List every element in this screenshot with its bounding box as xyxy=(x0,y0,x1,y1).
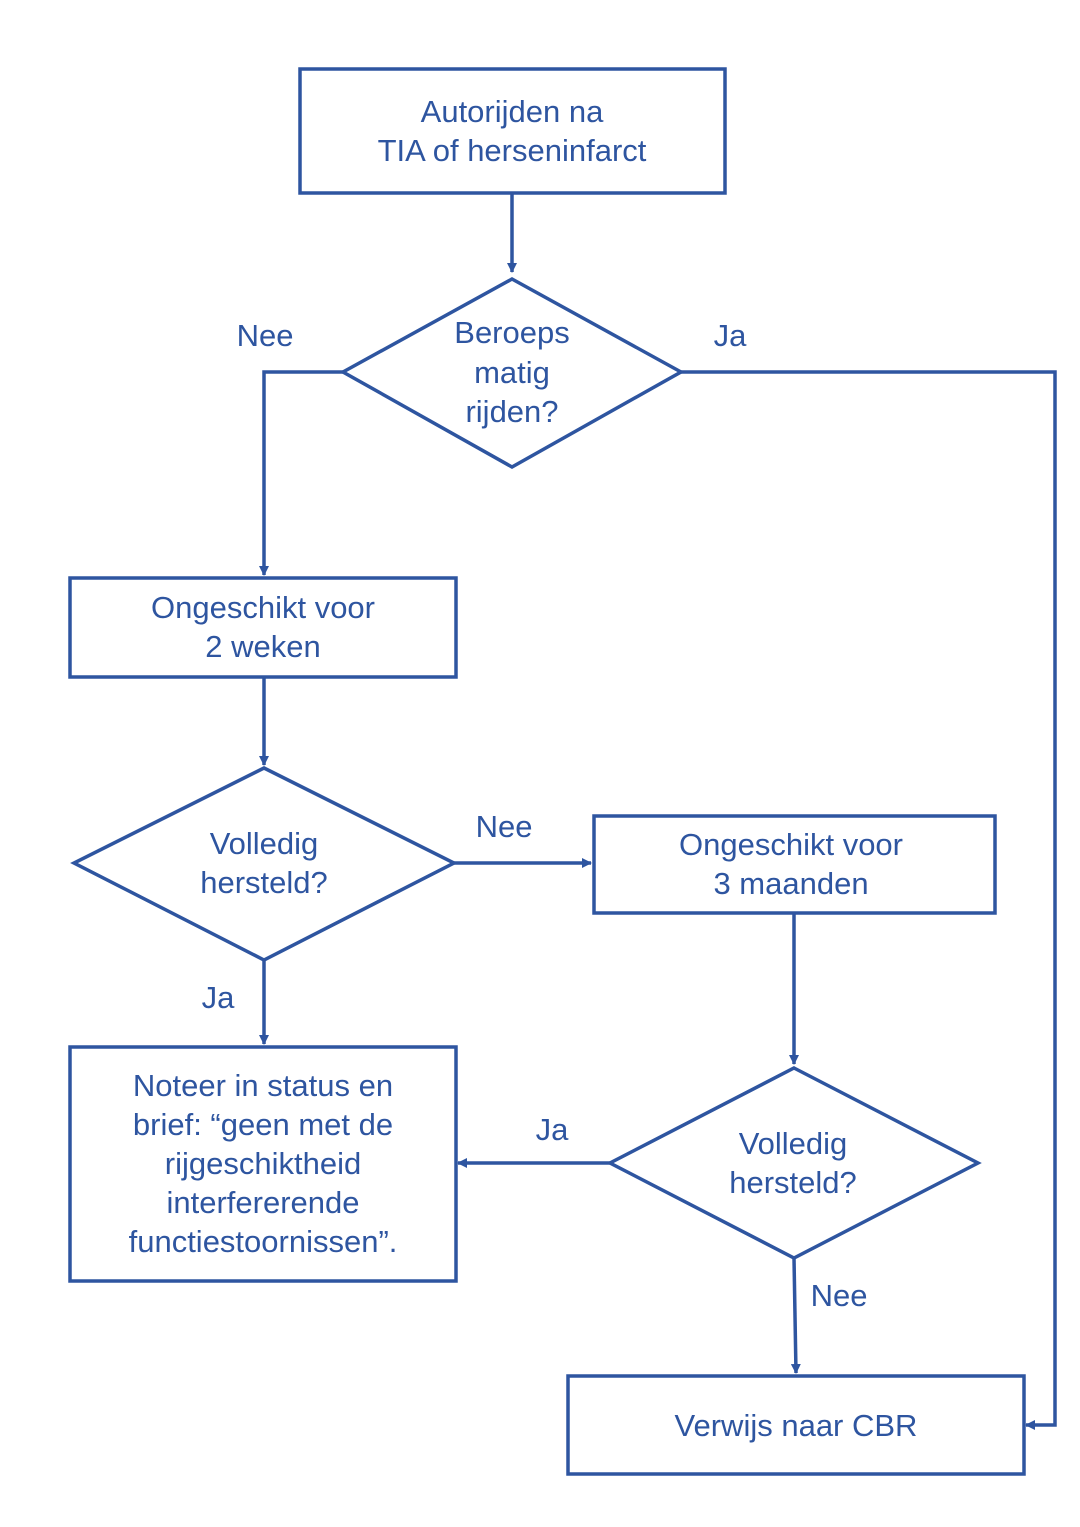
edge-label-recovered-first-yes: Ja xyxy=(202,980,236,1015)
edge-label-recovered-first-no: Nee xyxy=(476,809,533,844)
unfit-two-weeks-box-line: 2 weken xyxy=(205,629,320,664)
start-box: Autorijden na TIA of herseninfarct xyxy=(298,67,727,195)
decision-recovered-second-label: Volledig hersteld? xyxy=(729,1126,857,1200)
connector-professional-no-to-unfit-two-weeks xyxy=(259,370,343,576)
edge-label-professional-no: Nee xyxy=(237,318,294,353)
decision-professional-driving-line: rijden? xyxy=(465,394,558,429)
start-box-line: Autorijden na xyxy=(421,94,604,129)
edge-label-professional-yes: Ja xyxy=(714,318,748,353)
refer-cbr-box-line: Verwijs naar CBR xyxy=(675,1408,918,1443)
note-in-record-box-line: interfererende xyxy=(166,1185,359,1220)
note-in-record-box-line: rijgeschiktheid xyxy=(165,1146,361,1181)
unfit-three-months-box-line: 3 maanden xyxy=(713,866,868,901)
connector-professional-yes-to-refer-cbr xyxy=(681,370,1057,1430)
connectors xyxy=(259,193,1057,1430)
decision-recovered-first-line: hersteld? xyxy=(200,865,328,900)
decision-recovered-second-line: Volledig xyxy=(739,1126,848,1161)
edge-label-recovered-second-yes: Ja xyxy=(536,1112,570,1147)
note-in-record-box-line: functiestoornissen”. xyxy=(129,1224,398,1259)
refer-cbr-box: Verwijs naar CBR xyxy=(566,1374,1026,1476)
decision-recovered-first: Volledig hersteld? xyxy=(70,766,458,962)
note-in-record-box-label: Noteer in status en brief: “geen met de … xyxy=(129,1068,398,1259)
edge-label-recovered-second-no: Nee xyxy=(811,1278,868,1313)
decision-recovered-second-line: hersteld? xyxy=(729,1165,857,1200)
unfit-three-months-box: Ongeschikt voor 3 maanden xyxy=(592,814,997,915)
decision-recovered-second: Volledig hersteld? xyxy=(606,1066,982,1260)
note-in-record-box: Noteer in status en brief: “geen met de … xyxy=(68,1045,458,1283)
note-in-record-box-line: brief: “geen met de xyxy=(133,1107,393,1142)
note-in-record-box-line: Noteer in status en xyxy=(133,1068,393,1103)
decision-professional-driving-label: Beroeps matig rijden? xyxy=(454,315,569,429)
unfit-two-weeks-box: Ongeschikt voor 2 weken xyxy=(68,576,458,679)
start-box-line: TIA of herseninfarct xyxy=(378,133,647,168)
unfit-two-weeks-box-label: Ongeschikt voor 2 weken xyxy=(151,590,375,664)
refer-cbr-box-label: Verwijs naar CBR xyxy=(675,1408,918,1443)
unfit-two-weeks-box-line: Ongeschikt voor xyxy=(151,590,375,625)
decision-recovered-first-label: Volledig hersteld? xyxy=(200,826,328,900)
decision-professional-driving-line: Beroeps xyxy=(454,315,569,350)
edge-labels: Nee Ja Nee Ja Ja Nee xyxy=(202,318,868,1313)
start-box-label: Autorijden na TIA of herseninfarct xyxy=(378,94,647,168)
unfit-three-months-box-label: Ongeschikt voor 3 maanden xyxy=(679,827,903,901)
decision-recovered-first-line: Volledig xyxy=(210,826,319,861)
unfit-three-months-box-line: Ongeschikt voor xyxy=(679,827,903,862)
decision-professional-driving: Beroeps matig rijden? xyxy=(339,277,685,470)
connector-recovered-2-no-to-refer-cbr xyxy=(790,1257,801,1374)
decision-professional-driving-line: matig xyxy=(474,355,550,390)
